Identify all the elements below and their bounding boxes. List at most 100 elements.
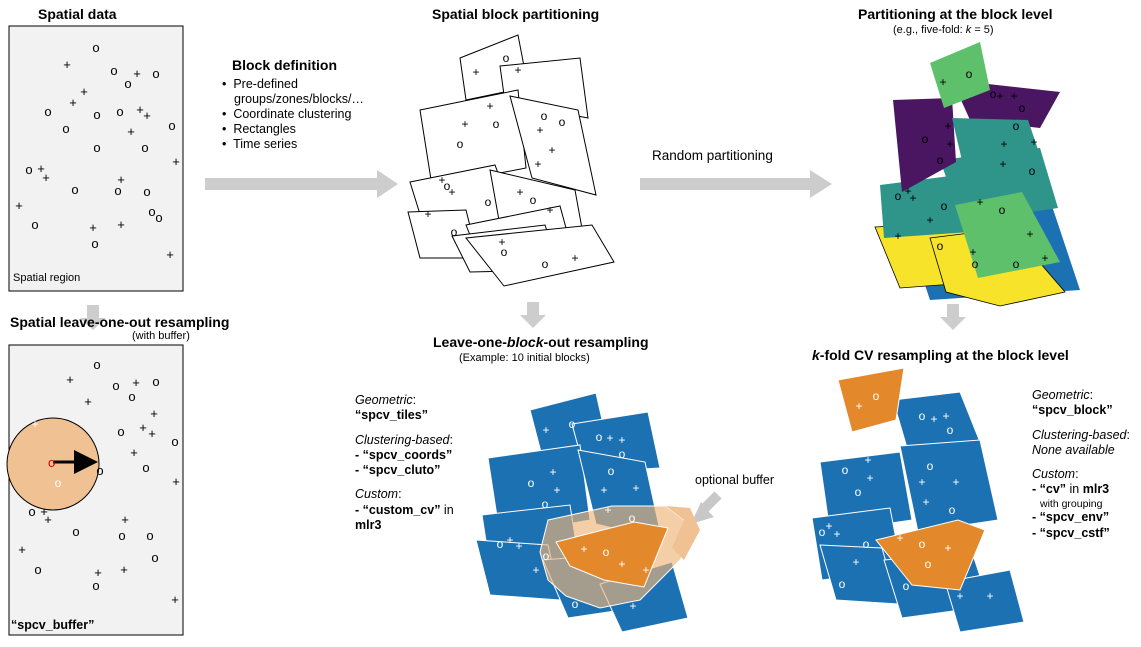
arrow-optional-buffer: [691, 491, 722, 524]
point-plus-marker: +: [472, 65, 479, 79]
point-plus-marker: +: [956, 589, 963, 603]
lobo-methods: Geometric: “spcv_tiles” Clustering-based…: [355, 393, 454, 532]
point-o-marker: o: [503, 51, 510, 65]
point-o-marker: o: [925, 557, 932, 571]
point-o-marker: o: [501, 245, 508, 259]
buffer-band-tail: [666, 506, 700, 560]
point-plus-marker: +: [37, 161, 45, 176]
point-plus-marker: +: [1026, 227, 1033, 241]
spatial-region-label: Spatial region: [13, 272, 81, 284]
point-o-marker: o: [530, 193, 537, 207]
point-o-marker: o: [542, 497, 549, 511]
point-o-marker: o: [93, 357, 100, 372]
point-plus-marker: +: [930, 412, 937, 426]
point-o-marker: o: [31, 217, 38, 232]
point-o-marker: o: [72, 524, 79, 539]
point-plus-marker: +: [536, 123, 543, 137]
point-plus-marker: +: [549, 465, 556, 479]
point-plus-marker: +: [904, 184, 911, 198]
point-o-marker: o: [92, 40, 99, 55]
point-plus-marker: +: [40, 504, 48, 519]
point-o-marker: o: [842, 463, 849, 477]
point-plus-marker: +: [132, 375, 140, 390]
point-o-marker: o: [457, 137, 464, 151]
point-o-marker: o: [152, 66, 159, 81]
point-plus-marker: +: [546, 203, 553, 217]
point-o-marker: o: [528, 476, 535, 490]
point-o-marker: o: [919, 537, 926, 551]
point-plus-marker: +: [600, 483, 607, 497]
point-o-marker: o: [91, 236, 98, 251]
fold-tile-teal: [952, 118, 1050, 186]
kfold-methods: Geometric: “spcv_block” Clustering-based…: [1032, 388, 1130, 540]
point-plus-marker: +: [1010, 89, 1017, 103]
point-plus-marker: +: [172, 154, 180, 169]
point-o-marker: o: [608, 464, 615, 478]
point-plus-marker: +: [127, 124, 135, 139]
point-o-marker: o: [572, 597, 579, 611]
point-o-marker: o: [1029, 164, 1036, 178]
point-plus-marker: +: [66, 372, 74, 387]
block-definition-title: Block definition: [232, 57, 337, 73]
point-o-marker: o: [110, 63, 117, 78]
point-plus-marker: +: [532, 563, 539, 577]
point-plus-marker: +: [69, 95, 77, 110]
arrow-down-kfold: [940, 304, 966, 330]
point-plus-marker: +: [852, 555, 859, 569]
bullet-item: • Time series: [222, 137, 298, 151]
loo-title: Spatial leave-one-out resampling: [10, 314, 230, 330]
point-o-marker: o: [895, 189, 902, 203]
point-o-marker: o: [34, 562, 41, 577]
point-o-marker: o: [118, 528, 125, 543]
point-plus-marker: +: [534, 157, 541, 171]
point-plus-marker: +: [84, 394, 92, 409]
point-plus-marker: +: [969, 245, 976, 259]
point-o-marker: o: [117, 424, 124, 439]
point-plus-marker: +: [166, 247, 174, 262]
point-o-marker: o: [1013, 119, 1020, 133]
point-o-marker: o: [485, 195, 492, 209]
buffer-circle: [6, 417, 100, 511]
point-o-marker: o: [972, 257, 979, 271]
point-o-marker: o: [509, 593, 516, 607]
point-o-marker: o: [990, 87, 997, 101]
point-o-marker: o: [839, 577, 846, 591]
point-plus-marker: +: [580, 542, 587, 556]
point-plus-marker: +: [63, 57, 71, 72]
point-o-marker: o: [999, 203, 1006, 217]
point-plus-marker: +: [944, 119, 951, 133]
fold-tile-orange: [875, 519, 986, 591]
point-plus-marker: +: [946, 137, 953, 151]
point-plus-marker: +: [1041, 251, 1048, 265]
point-o-marker: o: [451, 225, 458, 239]
point-plus-marker: +: [604, 503, 611, 517]
point-o-marker: o: [569, 417, 576, 431]
point-plus-marker: +: [642, 563, 649, 577]
point-plus-marker: +: [80, 84, 88, 99]
arrow-to-blocks: [205, 170, 398, 198]
kfold-title: k-fold CV resampling at the block level: [812, 347, 1069, 363]
point-plus-marker: +: [117, 217, 125, 232]
lobo-subtitle: (Example: 10 initial blocks): [459, 352, 590, 364]
point-o-marker: o: [155, 210, 162, 225]
point-o-marker: o: [148, 204, 155, 219]
point-o-marker: o: [619, 447, 626, 461]
fold-tile-purple: [893, 98, 956, 192]
point-plus-marker: +: [130, 445, 138, 460]
block-tile: [509, 95, 597, 196]
point-plus-marker: +: [136, 102, 144, 117]
fold-tile-orange: [837, 367, 905, 433]
point-plus-marker: +: [94, 565, 102, 580]
block-tile: [465, 224, 615, 287]
point-plus-marker: +: [864, 453, 871, 467]
point-plus-marker: +: [542, 423, 549, 437]
fold-tile-green: [930, 42, 990, 108]
point-o-marker: o: [62, 121, 69, 136]
point-plus-marker: +: [438, 173, 445, 187]
point-o-marker: o: [596, 430, 603, 444]
point-plus-marker: +: [506, 533, 513, 547]
point-plus-marker: +: [866, 471, 873, 485]
